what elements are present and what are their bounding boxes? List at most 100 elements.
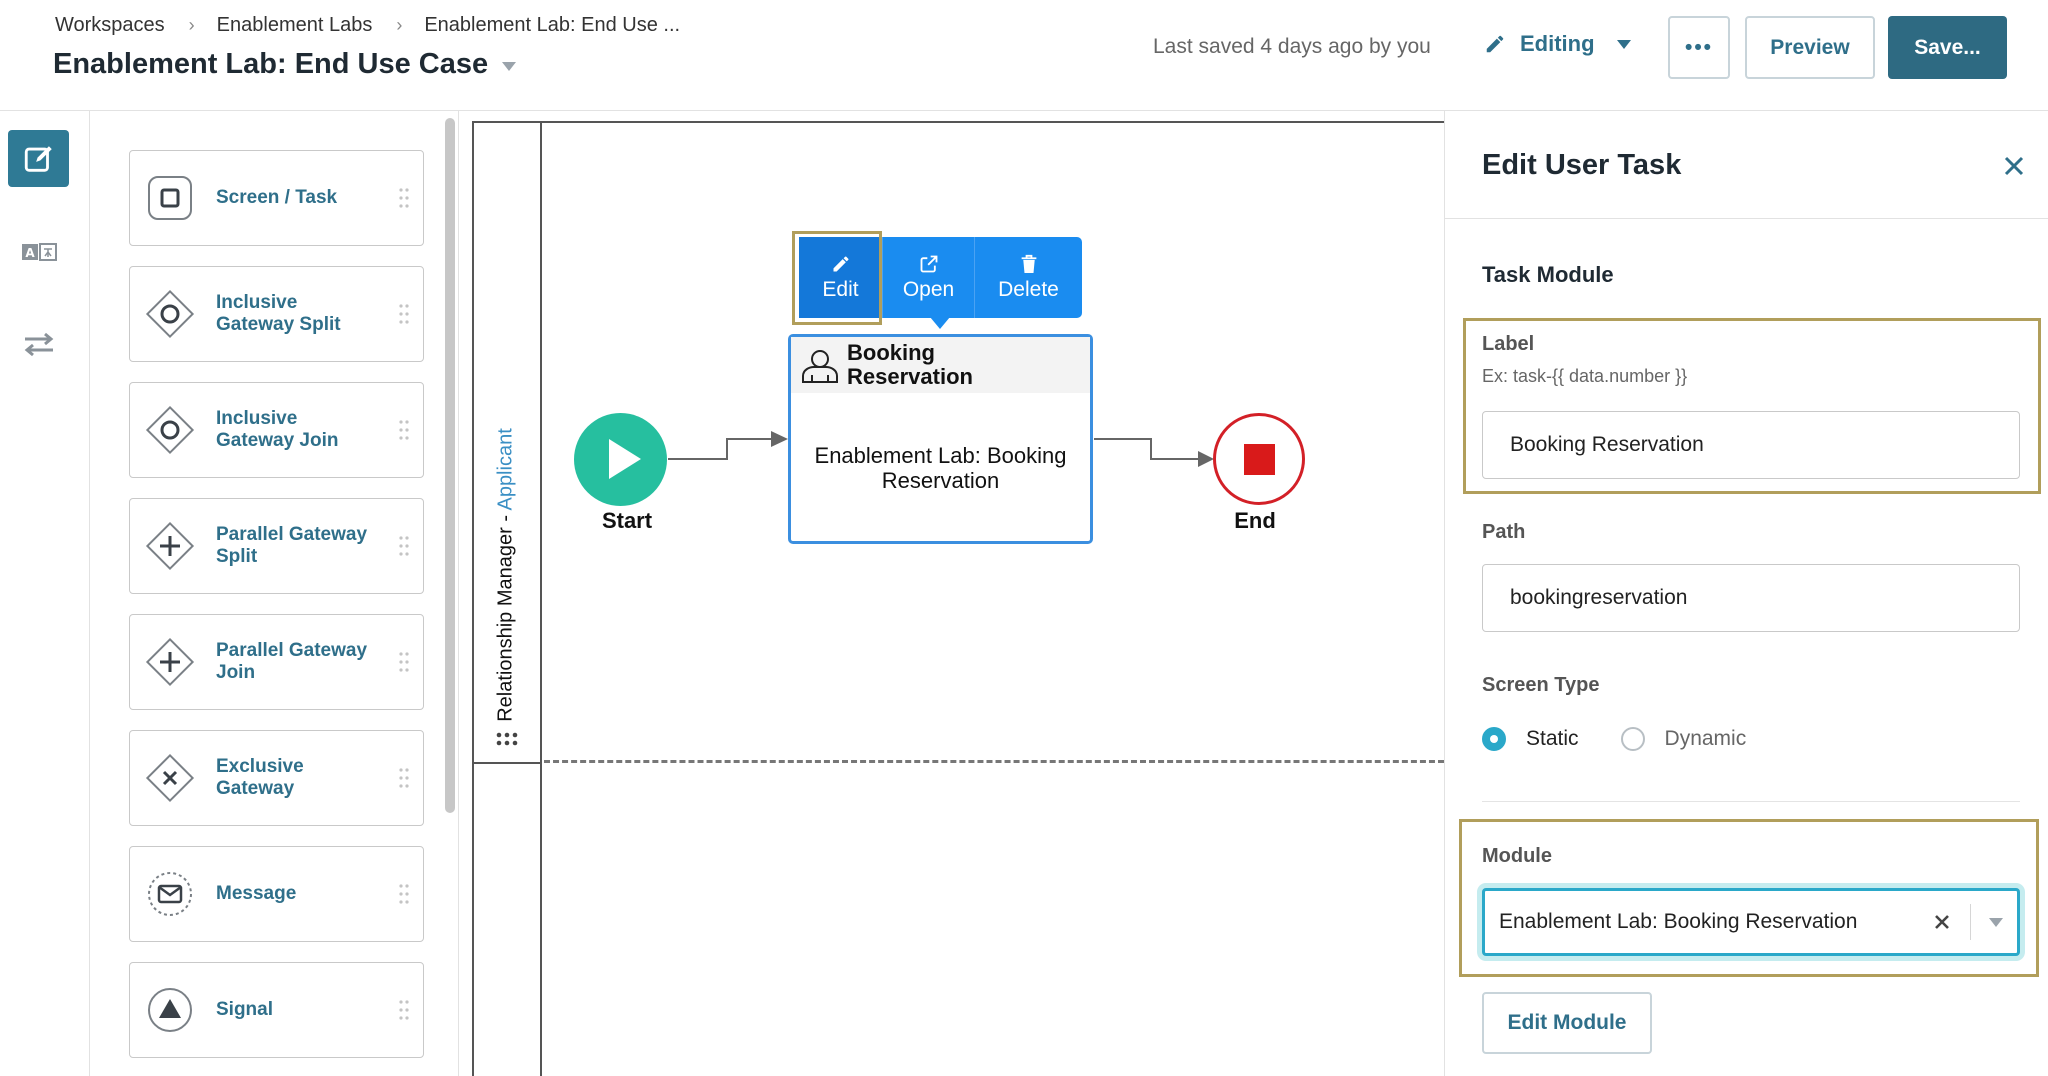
palette-item-parallel-gateway-join[interactable]: Parallel Gateway Join [129, 614, 424, 710]
rail-translate-button[interactable]: A [8, 223, 69, 280]
start-label: Start [601, 508, 653, 533]
end-label: End [1234, 508, 1276, 533]
edit-module-button[interactable]: Edit Module [1482, 992, 1652, 1054]
radio-dynamic[interactable] [1620, 727, 1645, 751]
divider [1444, 218, 2048, 219]
drag-handle-icon[interactable] [399, 303, 409, 325]
radio-dynamic-label[interactable]: Dynamic [1664, 727, 1747, 750]
external-link-icon [920, 255, 937, 272]
palette-item-label: Parallel Gateway Split [216, 524, 368, 567]
breadcrumb-current-page: Enablement Lab: End Use ... [424, 14, 681, 36]
task-header: Booking Reservation [791, 337, 1090, 393]
palette-item-signal[interactable]: Signal [129, 962, 424, 1058]
toolbar-edit-button[interactable]: Edit [799, 237, 883, 318]
edit-square-icon [24, 145, 52, 172]
palette-item-screen-task[interactable]: Screen / Task [129, 150, 424, 246]
drag-handle-icon[interactable] [399, 419, 409, 441]
page-title[interactable]: Enablement Lab: End Use Case [53, 48, 517, 81]
module-field-label: Module [1482, 845, 1552, 867]
palette-item-inclusive-gateway-split[interactable]: Inclusive Gateway Split [129, 266, 424, 362]
chevron-down-icon[interactable] [502, 62, 517, 71]
svg-text:A: A [25, 246, 35, 260]
label-field-highlight [1463, 318, 2041, 494]
end-event[interactable] [1213, 413, 1305, 505]
screen-type-radio-group: Static Dynamic [1482, 727, 1788, 751]
rail-swap-button[interactable] [8, 315, 69, 372]
palette-item-exclusive-gateway[interactable]: Exclusive Gateway [129, 730, 424, 826]
palette-item-parallel-gateway-split[interactable]: Parallel Gateway Split [129, 498, 424, 594]
gateway-circle-icon [142, 402, 198, 458]
close-icon[interactable] [1999, 151, 2029, 181]
module-select-value[interactable]: Enablement Lab: Booking Reservation [1499, 910, 1858, 933]
lane-menu-icon[interactable] [496, 732, 518, 746]
more-options-button[interactable]: ••• [1668, 16, 1730, 79]
section-title: Task Module [1482, 262, 1614, 287]
palette-scrollbar[interactable] [445, 118, 455, 813]
user-task-node[interactable]: Booking Reservation Enablement Lab: Book… [788, 334, 1093, 544]
toolbar-delete-button[interactable]: Delete [975, 237, 1082, 318]
panel-title: Edit User Task [1482, 149, 1682, 181]
label-input[interactable]: Booking Reservation [1482, 411, 2020, 479]
palette-item-label: Inclusive Gateway Split [216, 292, 341, 335]
lane-role: Applicant [494, 428, 517, 511]
left-rail: A [0, 111, 90, 1076]
breadcrumb: Workspaces › Enablement Labs › Enablemen… [55, 14, 680, 37]
breadcrumb-enablement-labs[interactable]: Enablement Labs [216, 14, 373, 36]
breadcrumb-workspaces[interactable]: Workspaces [55, 14, 165, 36]
lane-boundary [544, 760, 1444, 763]
start-event[interactable] [574, 413, 667, 506]
lane-divider [472, 762, 542, 764]
drag-handle-icon[interactable] [399, 767, 409, 789]
drag-handle-icon[interactable] [399, 999, 409, 1021]
divider [1970, 904, 1971, 940]
lane-name: Relationship Manager [494, 527, 517, 722]
module-field-highlight [1459, 819, 2039, 977]
swimlane-header[interactable] [472, 121, 542, 1076]
task-name-line2: Reservation [847, 364, 973, 389]
palette-item-label: Parallel Gateway Join [216, 640, 368, 683]
mode-dropdown[interactable]: Editing [1484, 31, 1631, 57]
mode-label: Editing [1520, 31, 1595, 56]
label-field-hint: Ex: task-{{ data.number }} [1482, 366, 1688, 386]
toolbar-open-button[interactable]: Open [883, 237, 975, 318]
translate-icon: A [21, 242, 57, 261]
task-module-text: Enablement Lab: Booking Reservation [814, 443, 1067, 493]
envelope-icon [142, 866, 198, 922]
chevron-right-icon: › [396, 15, 403, 35]
label-field-label: Label [1482, 333, 1535, 355]
save-button[interactable]: Save... [1888, 16, 2007, 79]
pencil-icon [833, 255, 848, 271]
page-title-text: Enablement Lab: End Use Case [53, 48, 489, 80]
caret-down-icon[interactable] [1989, 917, 2003, 927]
swap-arrows-icon [24, 332, 53, 356]
triangle-icon [142, 982, 198, 1038]
drag-handle-icon[interactable] [399, 187, 409, 209]
pencil-icon [1486, 35, 1504, 53]
toolbar-open-label: Open [902, 277, 955, 301]
palette-item-label: Signal [216, 999, 274, 1020]
gateway-circle-icon [142, 286, 198, 342]
swimlane-pool[interactable] [472, 121, 1444, 1076]
user-icon [802, 350, 838, 383]
rail-edit-button[interactable] [8, 130, 69, 187]
path-input[interactable]: bookingreservation [1482, 564, 2020, 632]
radio-static[interactable] [1482, 727, 1506, 751]
caret-down-icon [1616, 39, 1631, 49]
toolbar-edit-label: Edit [822, 277, 859, 301]
lane-title: Relationship Manager - Applicant [495, 428, 518, 722]
radio-static-label[interactable]: Static [1526, 727, 1579, 750]
drag-handle-icon[interactable] [399, 883, 409, 905]
palette-item-message[interactable]: Message [129, 846, 424, 942]
task-name: Booking Reservation [847, 341, 973, 389]
drag-handle-icon[interactable] [399, 535, 409, 557]
clear-icon[interactable] [1932, 912, 1952, 932]
module-select[interactable]: Enablement Lab: Booking Reservation [1482, 888, 2020, 956]
drag-handle-icon[interactable] [399, 651, 409, 673]
app-header: Workspaces › Enablement Labs › Enablemen… [0, 0, 2048, 111]
preview-button[interactable]: Preview [1745, 16, 1875, 79]
gateway-plus-icon [142, 634, 198, 690]
gateway-plus-icon [142, 518, 198, 574]
save-status: Last saved 4 days ago by you [1153, 35, 1431, 58]
palette-item-inclusive-gateway-join[interactable]: Inclusive Gateway Join [129, 382, 424, 478]
palette-item-label: Exclusive Gateway [216, 756, 304, 799]
